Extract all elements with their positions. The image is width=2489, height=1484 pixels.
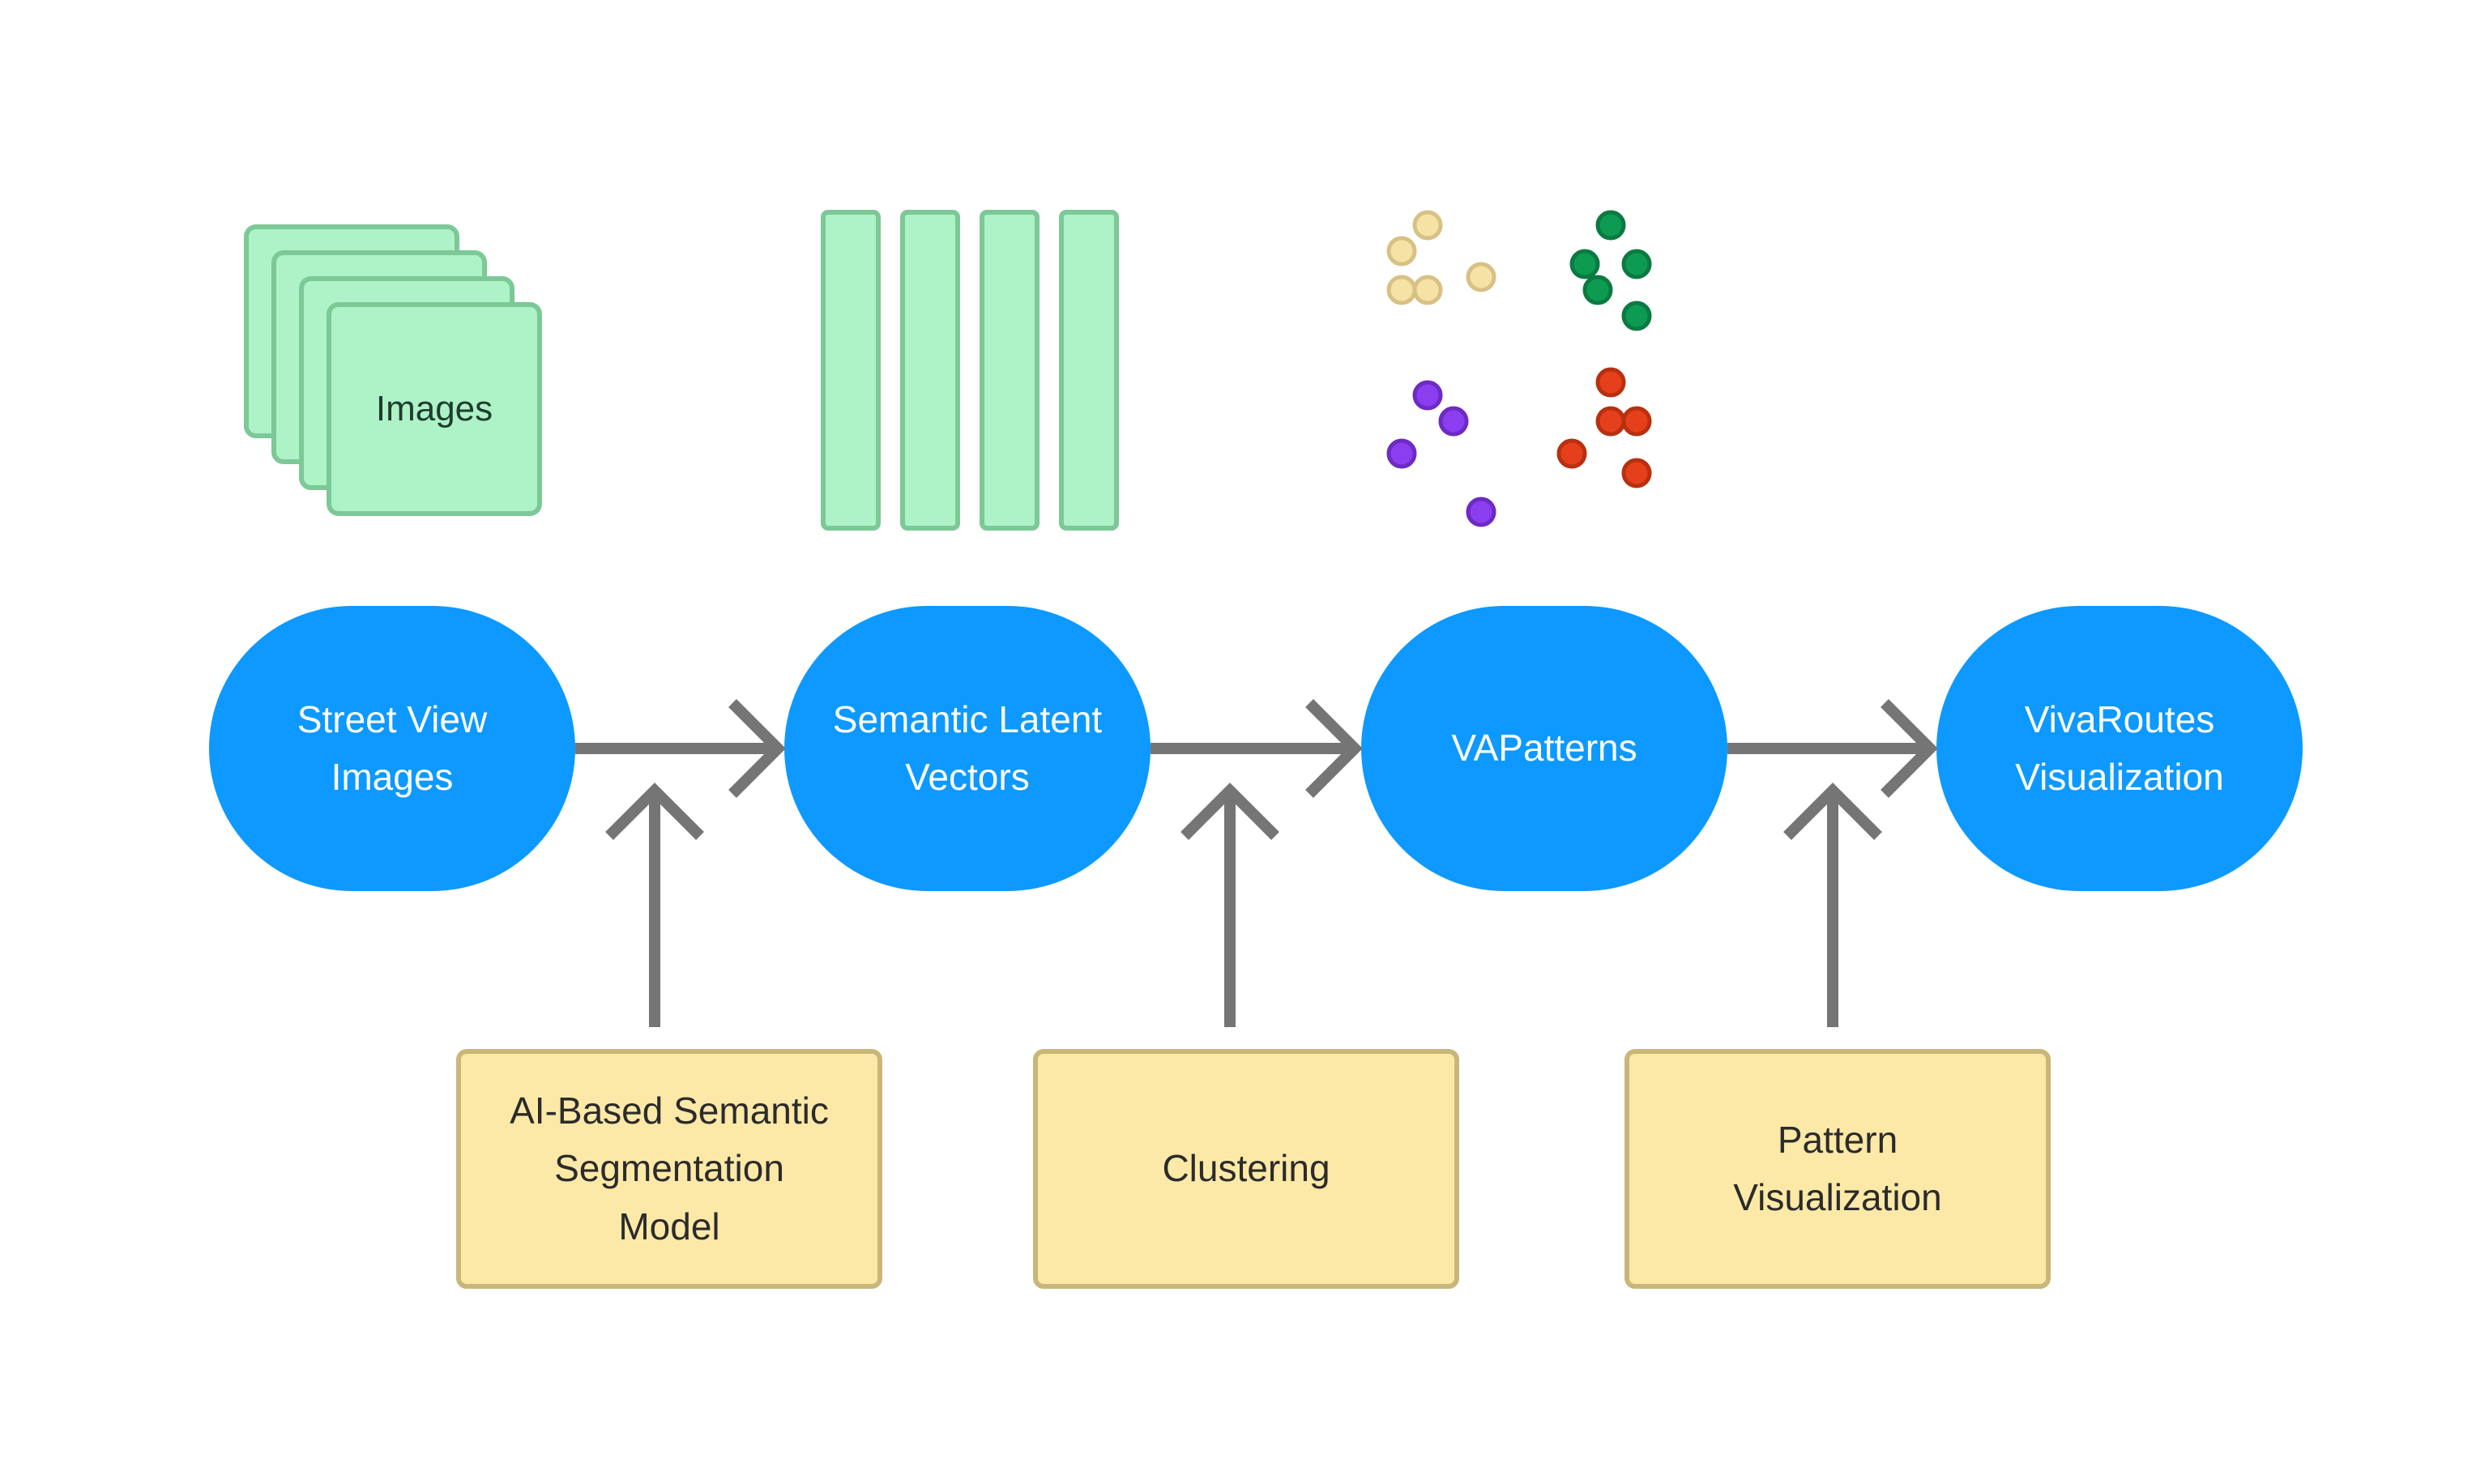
image-card-4 bbox=[327, 302, 542, 516]
input-arrow-segmentation bbox=[605, 783, 704, 1027]
latent-vectors-icon bbox=[821, 210, 1119, 531]
cluster-yellow bbox=[1386, 210, 1496, 305]
cluster-dot bbox=[1412, 275, 1443, 305]
vector-bar-2 bbox=[900, 210, 960, 531]
cluster-dot bbox=[1621, 249, 1652, 279]
vector-bar-3 bbox=[980, 210, 1040, 531]
process-clustering-box bbox=[1033, 1049, 1459, 1289]
process-pattern-viz-box bbox=[1624, 1049, 2051, 1289]
cluster-dot bbox=[1582, 275, 1613, 305]
cluster-dot bbox=[1386, 275, 1417, 305]
cluster-dot bbox=[1621, 406, 1652, 437]
cluster-dot bbox=[1595, 367, 1626, 398]
process-segmentation-label: AI-Based Semantic Segmentation Model bbox=[510, 1090, 829, 1247]
stage-vivaroutes-pill bbox=[1936, 606, 2303, 891]
stage-vapatterns-pill bbox=[1361, 606, 1727, 891]
stage-vapatterns-label: VAPatterns bbox=[1451, 727, 1637, 770]
cluster-dot bbox=[1466, 262, 1496, 292]
cluster-dot bbox=[1386, 438, 1417, 469]
cluster-dot bbox=[1386, 236, 1417, 267]
stage-latent-vectors-label: Semantic Latent Vectors bbox=[832, 697, 1103, 798]
stage-street-view-pill bbox=[209, 606, 575, 891]
flow-arrow-2 bbox=[1151, 699, 1363, 798]
vector-bar-1 bbox=[821, 210, 881, 531]
cluster-dot bbox=[1595, 406, 1626, 437]
cluster-dot bbox=[1412, 210, 1443, 241]
process-clustering-label: Clustering bbox=[1162, 1147, 1330, 1190]
stage-latent-vectors-pill bbox=[784, 606, 1151, 891]
vector-bar-4 bbox=[1059, 210, 1119, 531]
input-arrow-clustering bbox=[1180, 783, 1279, 1027]
flow-arrow-1 bbox=[575, 699, 786, 798]
stage-street-view-label: Street View Images bbox=[297, 697, 488, 798]
flow-arrow-3 bbox=[1727, 699, 1938, 798]
input-arrow-pattern-viz bbox=[1783, 783, 1882, 1027]
process-pattern-viz-label: Pattern Visualization bbox=[1733, 1118, 1942, 1218]
cluster-dot bbox=[1466, 497, 1496, 527]
cluster-purple bbox=[1386, 380, 1496, 527]
cluster-dot bbox=[1621, 458, 1652, 488]
images-stack-icon bbox=[244, 224, 542, 516]
images-stack-label: Images bbox=[375, 388, 493, 429]
cluster-green bbox=[1569, 210, 1652, 331]
cluster-dot bbox=[1412, 380, 1443, 411]
stage-vivaroutes-label: VivaRoutes Visualization bbox=[2015, 697, 2224, 798]
cluster-dot bbox=[1595, 210, 1626, 241]
cluster-dots-icon bbox=[1386, 210, 1652, 527]
cluster-dot bbox=[1621, 301, 1652, 331]
process-segmentation-box bbox=[456, 1049, 882, 1289]
cluster-dot bbox=[1438, 406, 1469, 437]
cluster-dot bbox=[1569, 249, 1600, 279]
cluster-red bbox=[1556, 367, 1652, 488]
cluster-dot bbox=[1556, 438, 1587, 469]
